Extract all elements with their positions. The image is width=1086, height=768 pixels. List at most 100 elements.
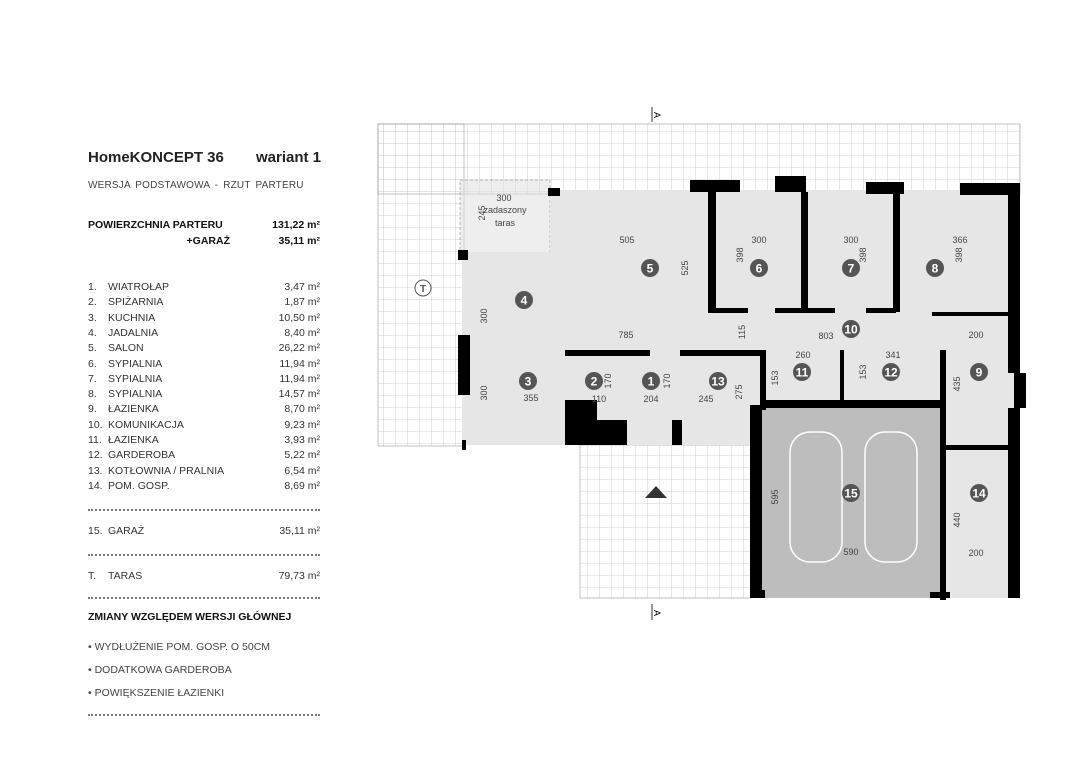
row-area: 11,94 m² [279,357,320,370]
garage-total-label: +GARAŻ [186,235,230,247]
room-number: 9 [976,366,983,380]
total-value: 131,22 m² [272,219,320,231]
dimension-label: 300 [843,235,858,245]
dimension-label: 590 [843,547,858,557]
room-number: 10 [844,323,858,337]
dimension-label: 110 [592,394,606,404]
row-number: 2. [88,296,97,309]
subtitle: WERSJA PODSTAWOWA - RZUT PARTERU [88,180,304,191]
row-name: POM. GOSP. [108,479,170,492]
room-badge [842,320,860,338]
change-item: • POWIĘKSZENIE ŁAZIENKI [88,687,225,699]
room-number: 11 [796,366,809,380]
dimension-label: 300 [479,385,489,400]
dimension-label: 366 [952,235,967,245]
dimension-label: 275 [734,384,744,399]
room-number: 13 [711,375,725,389]
row-area: 26,22 m² [278,342,320,355]
dimension-label: 803 [818,331,833,341]
section-mark-bottom: A [652,610,662,616]
row-name: ŁAZIENKA [108,434,159,446]
row-number: T. [88,570,97,582]
room-badge [750,259,768,277]
dimension-label: 300 [479,308,489,323]
room-badge [515,291,533,309]
divider [88,597,320,599]
row-name: SPIŻARNIA [108,296,164,309]
dimension-label: 153 [858,364,868,379]
room-badge [642,372,660,390]
dimension-label: 200 [968,548,983,558]
row-name: GARDEROBA [108,449,176,462]
room-badge [793,363,811,381]
row-name: ŁAZIENKA [108,403,159,416]
row-name: SYPIALNIA [108,372,163,385]
row-area: 11,94 m² [279,372,320,385]
room-number: 3 [525,375,532,389]
covered-terrace-label: taras [495,218,516,228]
row-area: 8,69 m² [284,479,320,492]
row-number: 11. [88,434,102,446]
row-name: SYPIALNIA [108,357,163,370]
garage-row: 15. GARAŻ 35,11 m² [88,525,320,539]
room-number: 8 [932,262,939,276]
variant-label: wariant 1 [256,149,322,166]
dimension-label: 200 [968,330,983,340]
room-number: 4 [521,294,528,308]
dimension-label: 525 [680,260,690,275]
terrace-marker-label: T [420,284,426,295]
row-name: SYPIALNIA [108,388,163,401]
row-number: 5. [88,342,97,355]
room-number: 12 [884,366,898,380]
room-badge [842,484,860,502]
divider [88,509,320,511]
dimension-label: 170 [603,373,613,388]
garage-total-value: 35,11 m² [278,235,320,247]
row-name: TARAS [108,570,143,582]
room-badge [842,259,860,277]
row-number: 1. [88,281,97,293]
row-name: GARAŻ [108,525,145,537]
room-badge [970,363,988,381]
room-row: 6. SYPIALNIA 11,94 m² [88,358,320,372]
dimension-label: 260 [795,350,810,360]
dimension-label: 341 [885,350,900,360]
row-number: 6. [88,357,97,370]
row-name: KUCHNIA [108,311,156,324]
dimension-label: 115 [737,325,747,339]
room-badge [926,259,944,277]
row-area: 35,11 m² [279,525,320,537]
dimension-label: 245 [477,205,487,220]
dimension-label: 398 [858,247,868,262]
row-name: KOMUNIKACJA [108,418,184,431]
dimension-label: 170 [662,373,672,388]
row-number: 3. [88,311,97,324]
dimension-label: 300 [496,193,511,203]
terrace-row: T. TARAS 79,73 m² [88,570,320,584]
room-badge [882,363,900,381]
row-area: 8,70 m² [284,403,320,416]
change-item: • WYDŁUŻENIE POM. GOSP. O 50CM [88,641,271,653]
dimension-label: 435 [952,376,962,391]
divider [88,714,320,716]
row-area: 9,23 m² [284,418,320,431]
covered-terrace [459,179,551,256]
section-mark-top: A [652,112,662,118]
row-area: 79,73 m² [278,570,320,582]
terrace-marker [414,279,432,297]
project-title: HomeKONCEPT 36 [88,149,224,166]
room-number: 6 [756,262,763,276]
total-area-row: POWIERZCHNIA PARTERU 131,22 m² [88,219,320,233]
row-name: WIATROŁAP [108,281,170,293]
dimension-label: 153 [770,370,780,385]
room-badge [970,484,988,502]
dimension-label: 595 [770,489,780,504]
